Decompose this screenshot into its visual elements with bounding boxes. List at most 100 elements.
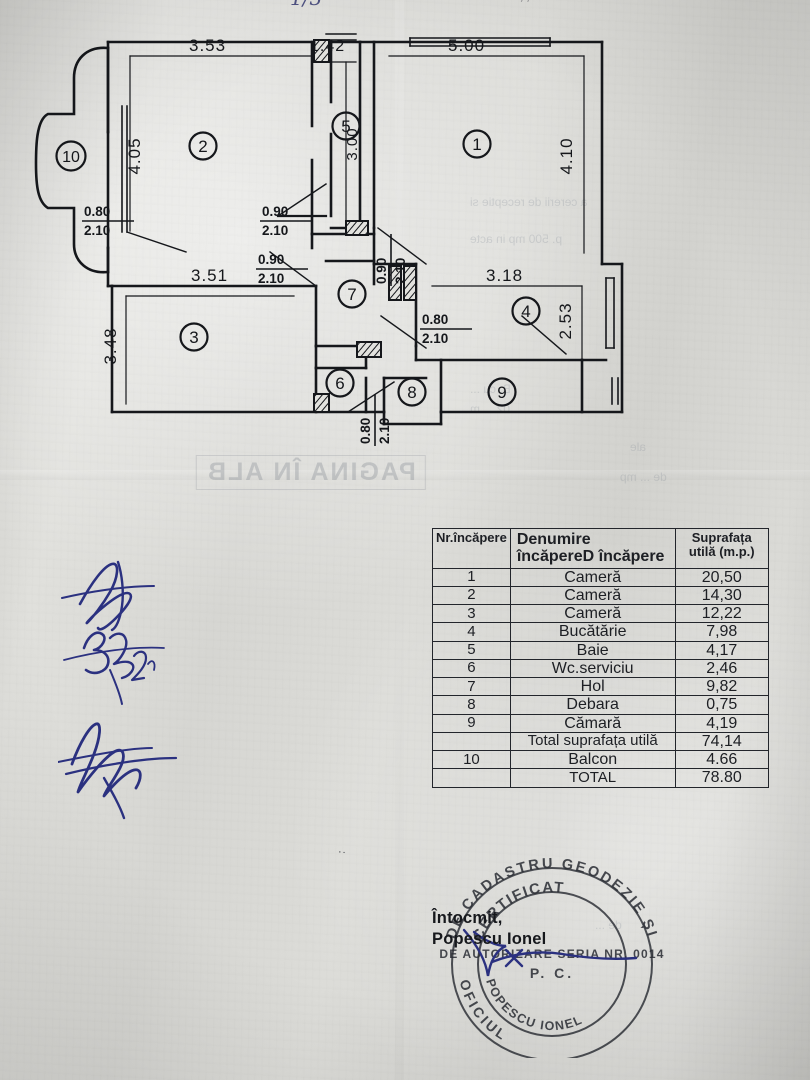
dimension-label-353: 3.53: [189, 36, 226, 55]
door-height-label: 2.10: [377, 418, 392, 444]
door-spec-r5: 0.90 2.10: [260, 204, 312, 238]
cell-room-name: Cămară: [509, 713, 676, 733]
cell-room-number: 6: [432, 658, 511, 679]
cell-room-name: Cameră: [509, 585, 676, 606]
duct-block-d: [313, 393, 330, 413]
cell-room-name: Cameră: [509, 604, 676, 624]
cell-usable-area: 4.66: [674, 750, 770, 770]
cell-room-name: Hol: [509, 677, 676, 697]
cell-room-name: Baie: [509, 640, 676, 660]
header-handwriting: 1/3: [290, 0, 322, 10]
room-marker-7: 7: [337, 279, 367, 309]
room-number-label: 3: [189, 328, 198, 347]
dimension-label-351: 3.51: [191, 266, 228, 285]
table-header-row: Nr.încăpere Denumire încăpereD încăpere …: [432, 528, 770, 569]
room-number-label: 5: [341, 117, 350, 136]
door-width-label: 0.90: [374, 258, 389, 284]
cell-room-number: [432, 768, 511, 788]
header-right-fragment: , ,: [520, 0, 530, 3]
room-number-label: 1: [472, 135, 481, 154]
door-swing-r5: [277, 183, 327, 217]
room-number-label: 7: [347, 285, 356, 304]
room-marker-2: 2: [188, 131, 218, 161]
room-marker-9: 9: [487, 377, 517, 407]
floor-plan-drawing: 1 2 3 4 5 6 7: [34, 33, 624, 446]
cell-room-number: 4: [432, 622, 511, 642]
door-width-label: 0.80: [84, 204, 110, 219]
dimension-label-348: 3.48: [101, 327, 120, 364]
wall-hatch-blocks: [313, 39, 417, 413]
window-r1-top: [409, 37, 551, 47]
door-width-label: 0.90: [262, 204, 288, 219]
room-marker-10: 10: [55, 140, 87, 172]
dimension-label-405: 4.05: [125, 137, 144, 174]
cell-room-name: TOTAL: [509, 768, 676, 788]
window-r4-right: [605, 277, 615, 349]
cell-room-number: 10: [432, 750, 511, 770]
cell-usable-area: 4,19: [674, 713, 770, 733]
cell-room-name: Total suprafața utilă: [509, 731, 676, 752]
duct-block-c: [356, 341, 382, 358]
door-spec-r1: 0.90 2.10: [374, 234, 408, 286]
window-r5-top: [325, 33, 357, 41]
header-room-number: Nr.încăpere: [432, 528, 511, 569]
door-spec-r8: 0.80 2.10: [358, 394, 392, 446]
cell-room-number: 7: [432, 677, 511, 697]
room-number-label: 4: [521, 302, 530, 321]
door-swing-r4: [380, 315, 427, 349]
door-spec-r3: 0.90 2.10: [256, 252, 308, 286]
duct-block-a: [313, 39, 330, 63]
balcony-door-leaf: [121, 105, 128, 233]
duct-block-b: [345, 220, 369, 236]
room-marker-6: 6: [325, 368, 355, 398]
cell-usable-area: 0,75: [674, 695, 770, 715]
cell-room-number: 5: [432, 640, 511, 660]
cell-room-name: Balcon: [509, 750, 676, 770]
certifier-label: Întocmit,: [432, 909, 503, 927]
door-height-label: 2.10: [393, 258, 408, 284]
door-width-label: 0.80: [422, 312, 448, 327]
room-number-label: 8: [407, 383, 416, 402]
header-usable-area: Suprafața utilă (m.p.): [674, 528, 770, 569]
ghost-text: de ...: [595, 918, 622, 932]
cell-room-name: Debara: [509, 695, 676, 715]
cell-usable-area: 9,82: [674, 677, 770, 697]
certifier-block: Întocmit, Popescu Ionel: [432, 908, 546, 950]
balcony-outline: [34, 46, 110, 274]
cell-usable-area: 14,30: [674, 585, 770, 606]
header-room-name: Denumire încăpereD încăpere: [509, 528, 676, 569]
ink-speck: ·٠: [338, 846, 347, 858]
room-number-label: 2: [198, 137, 207, 156]
door-height-label: 2.10: [84, 223, 110, 238]
balcony-door-swing: [126, 231, 187, 253]
room-marker-5: 5: [331, 111, 361, 141]
dimension-label-318: 3.18: [486, 266, 523, 285]
door-spec-r4: 0.80 2.10: [420, 312, 472, 346]
room-number-label: 6: [335, 374, 344, 393]
cell-room-number: 1: [432, 567, 511, 587]
door-height-label: 2.10: [262, 223, 288, 238]
dimension-label-300: 3.00: [344, 127, 361, 160]
dimension-label-253: 2.53: [556, 302, 575, 339]
cell-room-number: 9: [432, 713, 511, 733]
door-swing-r8: [347, 381, 395, 413]
cell-room-name: Wc.serviciu: [509, 658, 676, 679]
room-number-label: 10: [62, 149, 80, 166]
cell-room-number: 2: [432, 585, 511, 606]
door-swing-r1: [377, 227, 427, 265]
duct-block-f: [403, 265, 417, 301]
dimension-label-142: 1.42: [310, 38, 345, 55]
cell-usable-area: 7,98: [674, 622, 770, 642]
header-cadastral-text: ...arul cadastral al Bunuri...: [0, 0, 147, 3]
